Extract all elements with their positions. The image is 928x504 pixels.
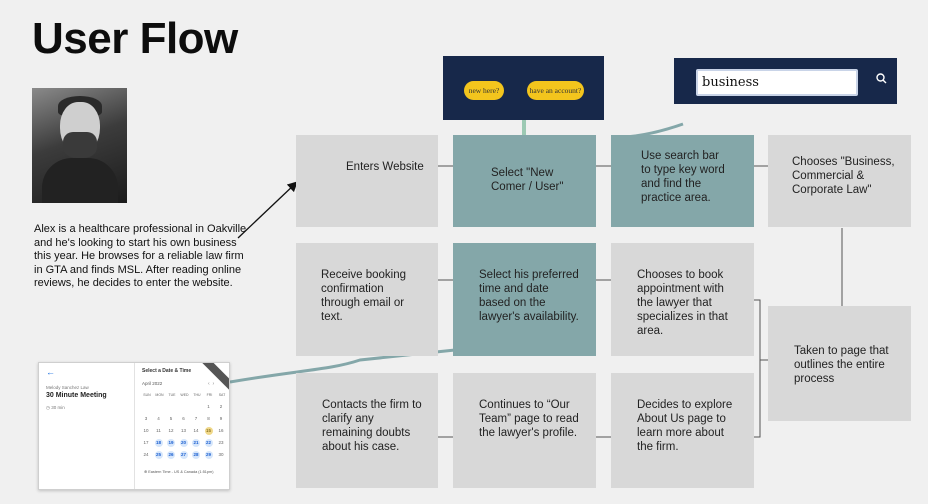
persona-arrow [237,181,298,239]
calendar-day: 1 [207,404,210,409]
calendar-day: 9 [219,416,223,421]
weekday-label: SUN [143,393,151,397]
step-chooses-to-book: Chooses to book appointment with the law… [611,243,754,356]
step-contacts-firm: Contacts the firm to clarify any remaini… [296,373,438,488]
calendar-day: 30 [218,452,224,457]
month-nav[interactable]: ‹ › [208,381,215,387]
calendar-day: 16 [218,428,224,433]
calendar-day[interactable]: 27 [179,451,188,459]
calendar-day: 2 [219,404,223,409]
weekday-label: TUE [168,393,176,397]
weekday-label: MON [155,393,164,397]
firm-name: Melody Sanchez Law [46,385,89,390]
step-continues-our-team: Continues to “Our Team” page to read the… [453,373,596,488]
calendar-day[interactable]: 20 [179,439,188,447]
calendar-day: 15 [204,427,213,435]
have-account-button[interactable]: have an account? [527,81,584,100]
calendar-day[interactable]: 21 [192,439,200,447]
calendar-day[interactable]: 22 [204,439,213,447]
step-taken-to-page: Taken to page that outlines the entire p… [768,306,911,421]
calendar-day: 12 [168,428,174,433]
persona-description: Alex is a healthcare professional in Oak… [34,223,247,289]
calendar-day: 8 [207,416,210,421]
calendar-day: 7 [194,416,198,421]
search-icon[interactable] [875,72,889,86]
search-input[interactable]: business [696,69,858,96]
calendar-day: 14 [193,428,199,433]
calendar-day: 23 [218,440,224,445]
timezone-label: ⊕ Eastern Time - US & Canada (1:51pm) [144,470,214,474]
step-select-new-comer: Select "New Comer / User" [453,135,596,227]
calendar-day[interactable]: 29 [204,451,213,459]
calendar-day[interactable]: 18 [154,439,163,447]
calendar-heading: Select a Date & Time [142,368,192,374]
calendar-day: 6 [182,416,185,421]
step-receive-booking: Receive booking confirmation through ema… [296,243,438,356]
calendar-day: 4 [157,416,160,421]
calendar-day: 10 [143,428,149,433]
page-title: User Flow [32,14,238,63]
step-enters-website: Enters Website [296,135,438,227]
nav-mockup: new here? have an account? [443,56,604,120]
weekday-label: SAT [218,393,226,397]
calendar-month: April 2022 [142,381,163,386]
weekday-label: FRI [206,393,213,397]
meeting-title: 30 Minute Meeting [46,392,107,399]
calendar-day[interactable]: 19 [167,439,175,447]
calendar-day: 24 [143,452,149,457]
calendar-day: 11 [156,428,161,433]
weekday-label: THU [193,393,201,397]
globe-icon: ⊕ [144,470,149,474]
calendar-day: 3 [144,416,148,421]
calendar-day[interactable]: 25 [154,451,163,459]
calendar-day: 17 [143,440,149,445]
clock-icon: ◷ [46,405,52,410]
booking-widget: ← Melody Sanchez Law 30 Minute Meeting ◷… [38,362,230,490]
calendar-day[interactable]: 28 [192,451,200,459]
calendar-day: 5 [169,416,173,421]
meeting-duration: ◷ 30 min [46,405,65,410]
search-mockup: business [674,58,897,104]
step-use-search-bar: Use search bar to type key word and find… [611,135,754,227]
calendar-day[interactable]: 26 [167,451,175,459]
back-arrow-icon[interactable]: ← [46,367,55,377]
calendar-day: 13 [180,428,186,433]
weekday-label: WED [180,393,189,397]
step-select-time: Select his preferred time and date based… [453,243,596,356]
new-here-button[interactable]: new here? [464,81,504,100]
step-chooses-business: Chooses "Business, Commercial & Corporat… [768,135,911,227]
persona-photo [32,88,127,203]
step-decides-explore: Decides to explore About Us page to lear… [611,373,754,488]
